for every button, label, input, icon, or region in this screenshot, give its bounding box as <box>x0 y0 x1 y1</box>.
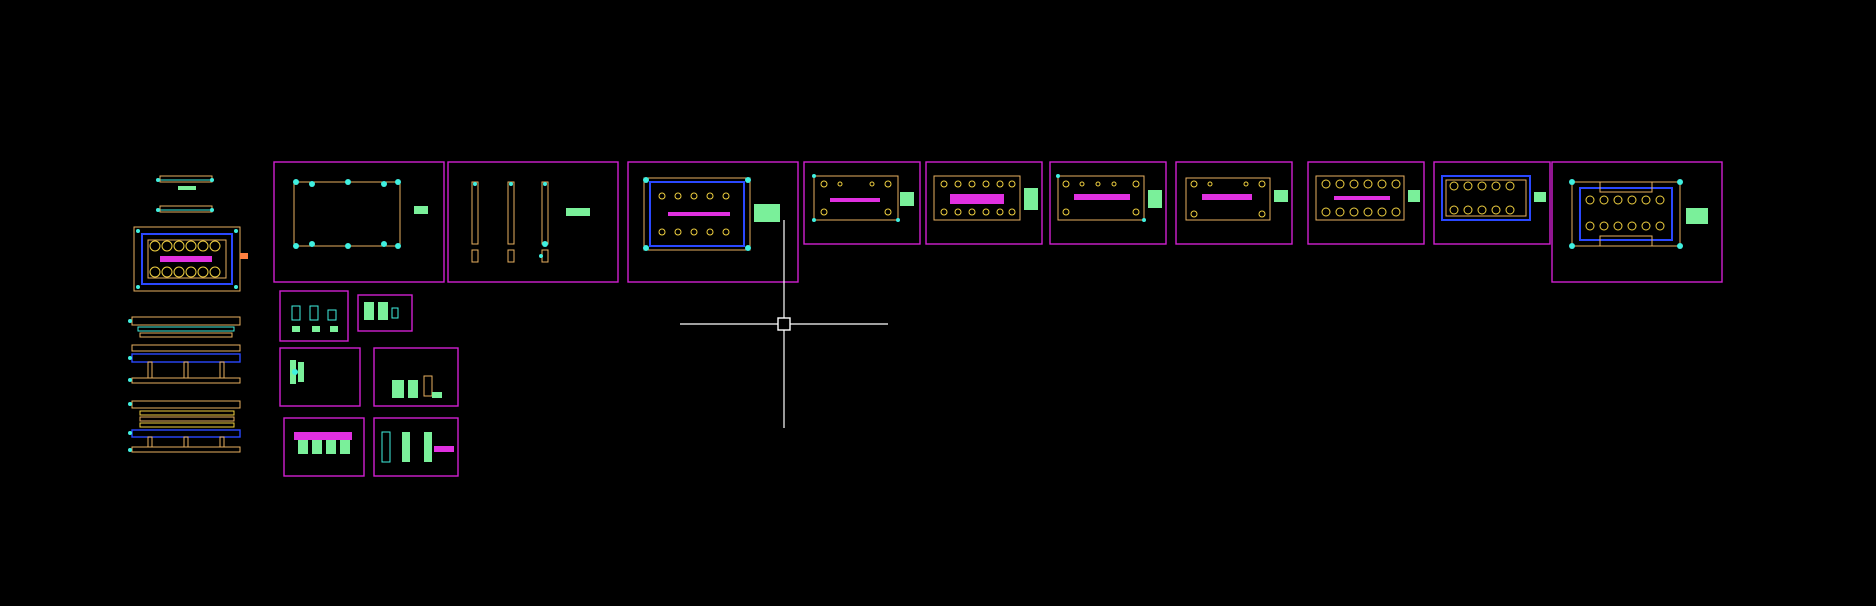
drawing-sheet-3[interactable] <box>627 161 799 283</box>
drawing-sheet-8[interactable] <box>1307 161 1425 245</box>
detail-sheet-4[interactable] <box>373 347 459 407</box>
detail-sheet-2[interactable] <box>357 294 413 332</box>
drawing-sheet-2[interactable] <box>447 161 619 283</box>
drawing-sheet-7[interactable] <box>1175 161 1293 245</box>
drawing-sheet-5[interactable] <box>925 161 1043 245</box>
drawing-sheet-1[interactable] <box>273 161 445 283</box>
drawing-sheet-4[interactable] <box>803 161 921 245</box>
detail-sheets[interactable] <box>279 290 459 477</box>
drawing-sheet-6[interactable] <box>1049 161 1167 245</box>
assembly-bracket-top <box>156 175 214 213</box>
detail-sheet-1[interactable] <box>279 290 349 342</box>
crosshair-pickbox-icon <box>680 220 888 428</box>
detail-sheet-6[interactable] <box>373 417 459 477</box>
detail-sheet-5[interactable] <box>283 417 365 477</box>
assembly-section-view-2 <box>128 400 241 453</box>
assembly-views[interactable] <box>128 175 248 453</box>
drawing-sheet-10[interactable] <box>1551 161 1723 283</box>
drawing-sheet-row[interactable] <box>273 161 1723 283</box>
drawing-sheet-9[interactable] <box>1433 161 1551 245</box>
assembly-top-view <box>133 226 248 292</box>
assembly-section-view-1 <box>128 316 241 384</box>
detail-sheet-3[interactable] <box>279 347 361 407</box>
